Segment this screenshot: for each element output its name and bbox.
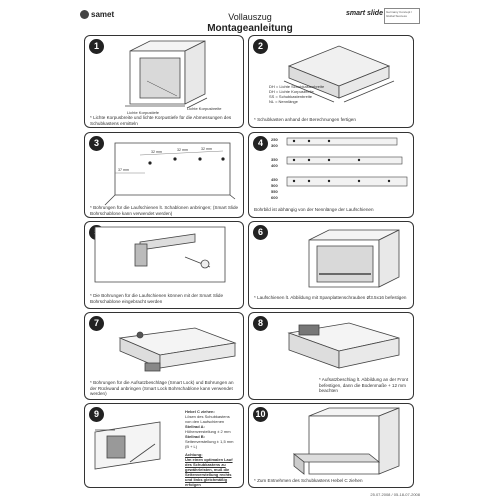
panel-step-8: 8 * Aufsatzbeschlag lt. Abbildung an der… bbox=[248, 312, 414, 400]
length-value: 600 bbox=[271, 195, 278, 200]
dim-label: 32 mm bbox=[201, 147, 212, 151]
samet-logo-icon bbox=[80, 10, 89, 19]
length-value: 300 bbox=[271, 143, 278, 148]
legend-line: DH = Lichte Korpusbreite bbox=[269, 89, 314, 94]
page-title: Vollauszug bbox=[228, 12, 272, 22]
note-line: Stellrad B: bbox=[185, 434, 206, 439]
warning-line: und links gleichmäßig bbox=[185, 477, 228, 482]
legend-line: SS = Schubkastenbreite bbox=[269, 94, 313, 99]
warning-line: Achtung: bbox=[185, 452, 203, 457]
panel-step-7: 7 * Bohrungen für die Aufsatzbeschläge (… bbox=[84, 312, 244, 400]
panel-step-10: 10 * Zum Entnehmen des Schubkastens Hebe… bbox=[248, 403, 414, 488]
step-number: 7 bbox=[89, 316, 104, 331]
step-caption: * Die Bohrungen für die Laufschienen kön… bbox=[90, 293, 224, 304]
length-value: 250 bbox=[271, 137, 278, 142]
drawer-dimensions-illustration bbox=[283, 45, 395, 103]
panel-step-2: 2 DH = Lichte Schubkastenbreite DH = Lic… bbox=[248, 35, 414, 128]
warning-line: Seitenverstellung rechts bbox=[185, 472, 232, 477]
step-number: 4 bbox=[253, 136, 268, 151]
front-fixing-illustration bbox=[287, 322, 400, 369]
length-list: 250 300 350 400 450 500 550 600 bbox=[271, 137, 278, 201]
step-caption: * Laufschienen lt. Abbildung mit Spanpla… bbox=[254, 295, 407, 300]
dimension-legend: DH = Lichte Schubkastenbreite DH = Licht… bbox=[269, 84, 324, 104]
step-caption: Bohrbild ist abhängig von der Nennlänge … bbox=[254, 207, 374, 212]
label-depth: Lichte Korpustiefe bbox=[127, 110, 160, 115]
length-value: 350 bbox=[271, 157, 278, 162]
panel-step-3: 3 32 mm 32 mm 32 mm 37 mm * Bohrungen fü… bbox=[84, 132, 244, 218]
warning-line: des Schubkastens zu bbox=[185, 462, 226, 467]
step-caption: * Lichte Korpusbreite und lichte Korpust… bbox=[90, 115, 232, 126]
page-subtitle: Montageanleitung bbox=[207, 23, 293, 34]
step-number: 1 bbox=[89, 39, 104, 54]
legend-line: DH = Lichte Schubkastenbreite bbox=[269, 84, 325, 89]
warning-line: erfolgen bbox=[185, 482, 201, 487]
legend-line: NL = Nennlänge bbox=[269, 99, 298, 104]
note-line: Stellrad A: bbox=[185, 424, 205, 429]
length-value: 450 bbox=[271, 177, 278, 182]
adjustment-notes: Hebel C ziehen: Lösen des Schubkastens v… bbox=[185, 409, 233, 449]
note-line: Seitenverstellung ± 1,5 mm bbox=[185, 439, 234, 444]
warning-line: Um einen optimalen Lauf bbox=[185, 457, 233, 462]
rail-hole-pattern-illustration bbox=[286, 137, 408, 187]
step-caption: * Bohrungen für die Laufschienen lt. Sch… bbox=[90, 205, 239, 216]
length-value: 550 bbox=[271, 189, 278, 194]
lock-fitting-illustration bbox=[118, 327, 237, 372]
document-code: 25.07.2008 / 05-18-07-2008 bbox=[370, 492, 420, 497]
step-number: 10 bbox=[253, 407, 268, 422]
panel-step-4: 4 250 300 350 400 450 500 550 600 Bohrbi… bbox=[248, 132, 414, 218]
cabinet-measure-illustration: Lichte Korpustiefe Lichte Korpusbreite bbox=[125, 40, 222, 115]
note-line: Hebel C ziehen: bbox=[185, 409, 215, 414]
rail-mount-illustration bbox=[308, 229, 400, 288]
step-caption: * Schubkasten anhand der Berechnungen fe… bbox=[254, 117, 356, 122]
note-line: Höhenverstellung ± 2 mm bbox=[185, 429, 231, 434]
panel-step-6: 6 * Laufschienen lt. Abbildung mit Spanp… bbox=[248, 221, 414, 309]
warning-line: gewährleisten, muß die bbox=[185, 467, 230, 472]
brand-logo-left: samet bbox=[80, 10, 114, 19]
note-line: von den Laufschienen bbox=[185, 419, 225, 424]
dim-label: 37 mm bbox=[118, 168, 129, 172]
drilling-template-illustration bbox=[94, 226, 226, 283]
drill-holes-illustration: 32 mm 32 mm 32 mm 37 mm bbox=[104, 142, 236, 206]
note-line: (B + L) bbox=[185, 444, 198, 449]
length-value: 500 bbox=[271, 183, 278, 188]
brand-logo-right: smart slide bbox=[346, 10, 383, 17]
note-line: Lösen des Schubkastens bbox=[185, 414, 230, 419]
panel-step-5: 5 * Die Bohrungen für die Laufschienen k… bbox=[84, 221, 244, 309]
dim-label: 32 mm bbox=[177, 148, 188, 152]
length-value: 400 bbox=[271, 163, 278, 168]
step-caption: * Aufsatzbeschlag lt. Abbildung an der F… bbox=[319, 377, 409, 394]
brand-name-left: samet bbox=[91, 10, 115, 19]
panel-step-1: 1 Lichte Korpustiefe Lichte Korpusbreite… bbox=[84, 35, 244, 128]
label-width: Lichte Korpusbreite bbox=[187, 106, 222, 111]
brand-tagline-box: Germany Concept / Global Success bbox=[384, 8, 420, 24]
step-number: 6 bbox=[253, 225, 268, 240]
warning-note: Achtung: Um einen optimalen Lauf des Sch… bbox=[185, 452, 233, 487]
step-number: 9 bbox=[89, 407, 104, 422]
step-caption: * Bohrungen für die Aufsatzbeschläge (Sm… bbox=[90, 380, 234, 397]
adjustment-illustration bbox=[94, 421, 161, 470]
step-number: 3 bbox=[89, 136, 104, 151]
step-number: 2 bbox=[253, 39, 268, 54]
step-number: 8 bbox=[253, 316, 268, 331]
panel-step-9: 9 Hebel C ziehen: Lösen des Schubkastens… bbox=[84, 403, 244, 488]
drawer-removal-illustration bbox=[292, 407, 400, 475]
step-caption: * Zum Entnehmen des Schubkastens Hebel C… bbox=[254, 478, 363, 483]
dim-label: 32 mm bbox=[151, 150, 162, 154]
